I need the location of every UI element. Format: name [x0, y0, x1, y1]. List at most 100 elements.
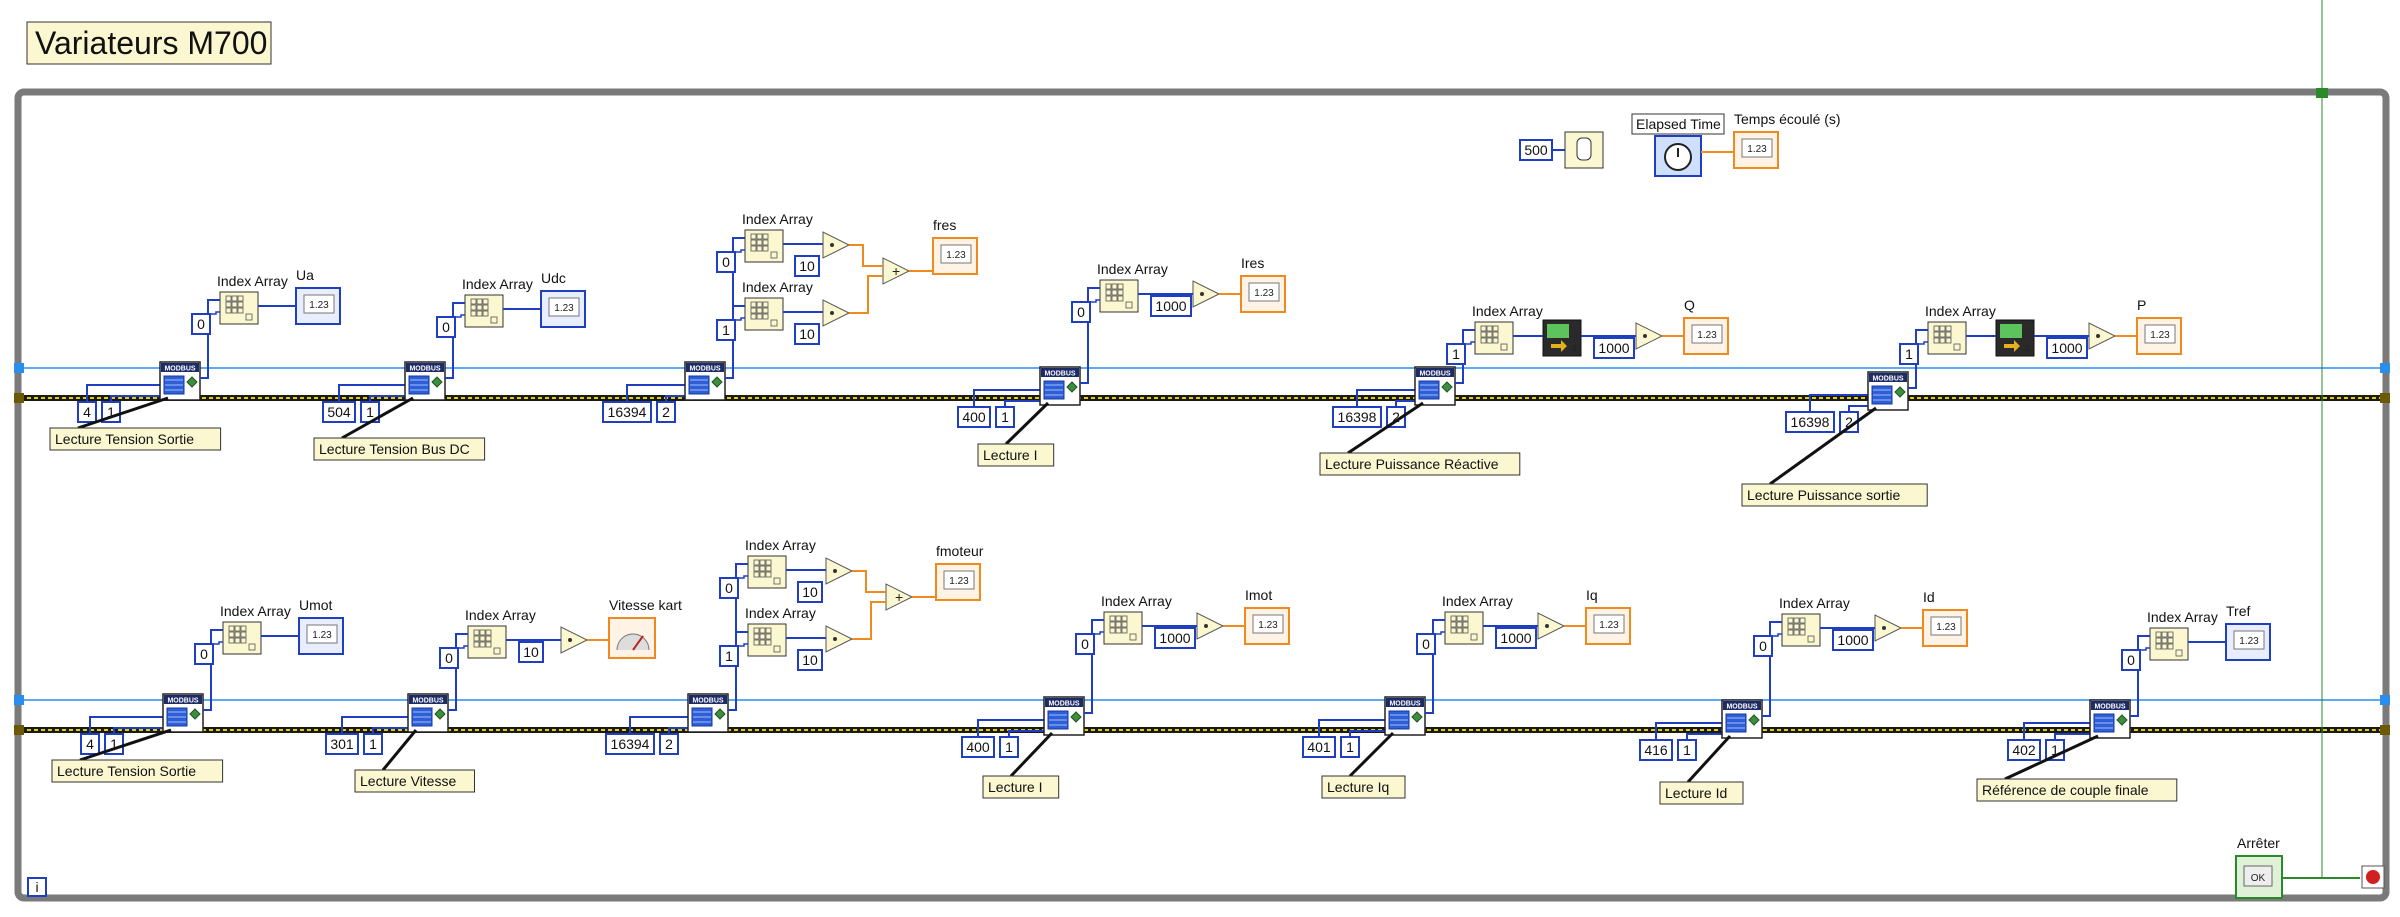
index-constant-box[interactable]	[716, 319, 736, 341]
index-constant: 1	[1905, 346, 1913, 362]
grid-cell	[753, 559, 760, 566]
comment-box	[1976, 778, 2178, 802]
indicator-glyph: 1.23	[1599, 620, 1619, 631]
divide-function[interactable]	[560, 626, 589, 654]
index-constant-box[interactable]	[1446, 343, 1466, 365]
grid-cell	[476, 310, 483, 317]
modbus-label: MODBUS	[1872, 376, 1903, 383]
divisor-constant: 1000	[1598, 340, 1629, 356]
grid-cell	[1121, 627, 1128, 634]
grid-cell	[1450, 621, 1457, 628]
wire	[1848, 405, 1868, 412]
index-constant-box[interactable]	[1071, 301, 1091, 323]
index-array-label: Index Array	[745, 605, 816, 621]
index-array-label: Index Array	[1925, 303, 1996, 319]
divisor-constant-box[interactable]	[1154, 627, 1196, 649]
divide-function[interactable]	[1192, 280, 1221, 308]
divisor-constant-box[interactable]	[1593, 337, 1635, 359]
out-terminal	[2175, 649, 2183, 657]
wire	[455, 314, 465, 318]
grid-cell	[1480, 325, 1487, 332]
grid-cell	[1450, 627, 1457, 634]
gauge-needle	[632, 635, 644, 651]
grid-cell	[1121, 615, 1128, 622]
grid-cell	[1105, 283, 1112, 290]
index-constant-box[interactable]	[719, 645, 739, 667]
grid-cell	[237, 307, 244, 314]
grid-cell	[765, 627, 772, 634]
grid-cell	[482, 310, 489, 317]
grid-cell	[759, 565, 766, 572]
divisor-constant-box[interactable]	[1495, 627, 1537, 649]
index-array-icon	[1105, 283, 1133, 309]
divide-function[interactable]	[1196, 612, 1225, 640]
add-function[interactable]	[885, 583, 914, 611]
divide-function[interactable]	[1635, 322, 1664, 350]
index-constant-box[interactable]	[1075, 633, 1095, 655]
divide-function[interactable]	[1537, 612, 1566, 640]
wire	[369, 395, 405, 402]
grid-cell	[2155, 637, 2162, 644]
index-array-icon	[1109, 615, 1137, 641]
index-constant-box[interactable]	[436, 316, 456, 338]
divisor-constant-box[interactable]	[797, 581, 823, 603]
modbus-label: MODBUS	[2094, 704, 2125, 711]
modbus-header	[164, 695, 202, 704]
grid-cell	[765, 559, 772, 566]
divisor-constant-box[interactable]	[2046, 337, 2088, 359]
index-array-label: Index Array	[745, 537, 816, 553]
divide-dot	[1643, 334, 1647, 338]
wire	[1425, 619, 1445, 714]
indicator-label: Umot	[299, 597, 333, 613]
out-terminal	[1500, 343, 1508, 351]
grid-cell	[1945, 331, 1952, 338]
divisor-constant-box[interactable]	[794, 323, 820, 345]
divide-dot	[2096, 334, 2100, 338]
index-constant-box[interactable]	[1899, 343, 1919, 365]
index-constant-box[interactable]	[194, 643, 214, 665]
index-constant-box[interactable]	[191, 313, 211, 335]
register-count-constant: 2	[662, 404, 670, 420]
divide-function[interactable]	[825, 625, 854, 653]
divisor-constant-box[interactable]	[1150, 295, 1192, 317]
wire	[1918, 341, 1928, 345]
grid-cell	[1480, 337, 1487, 344]
comment-box	[1659, 781, 1744, 805]
divisor-constant-box[interactable]	[1832, 629, 1874, 651]
index-constant-box[interactable]	[716, 251, 736, 273]
register-address-constant: 416	[1644, 742, 1668, 758]
index-constant-box[interactable]	[439, 647, 459, 669]
modbus-label: MODBUS	[1389, 701, 1420, 708]
index-array-label: Index Array	[2147, 609, 2218, 625]
index-constant-box[interactable]	[1753, 635, 1773, 657]
divide-function[interactable]	[1874, 614, 1903, 642]
index-array-icon	[225, 295, 253, 321]
indicator-label: Udc	[541, 270, 566, 286]
divide-function[interactable]	[825, 557, 854, 585]
index-constant: 0	[2127, 652, 2135, 668]
wire	[852, 601, 886, 640]
divide-function[interactable]	[2088, 322, 2117, 350]
index-array-label: Index Array	[1442, 593, 1513, 609]
grid-cell	[2167, 631, 2174, 638]
divide-function[interactable]	[822, 231, 851, 259]
divisor-constant-box[interactable]	[797, 649, 823, 671]
grid-cell	[1115, 615, 1122, 622]
wire	[1395, 400, 1415, 407]
divide-function[interactable]	[822, 299, 851, 327]
grid-cell	[231, 301, 238, 308]
divisor-constant-box[interactable]	[794, 255, 820, 277]
add-function[interactable]	[882, 257, 911, 285]
index-constant: 1	[722, 322, 730, 338]
grid-cell	[1480, 331, 1487, 338]
divisor-constant-box[interactable]	[518, 641, 544, 663]
index-constant-box[interactable]	[719, 577, 739, 599]
modbus-label: MODBUS	[1419, 371, 1450, 378]
grid-cell	[1492, 337, 1499, 344]
index-constant-box[interactable]	[2121, 649, 2141, 671]
index-constant-box[interactable]	[1416, 633, 1436, 655]
grid-cell	[753, 571, 760, 578]
index-constant: 0	[725, 580, 733, 596]
index-array-label: Index Array	[1472, 303, 1543, 319]
wire	[909, 258, 934, 272]
